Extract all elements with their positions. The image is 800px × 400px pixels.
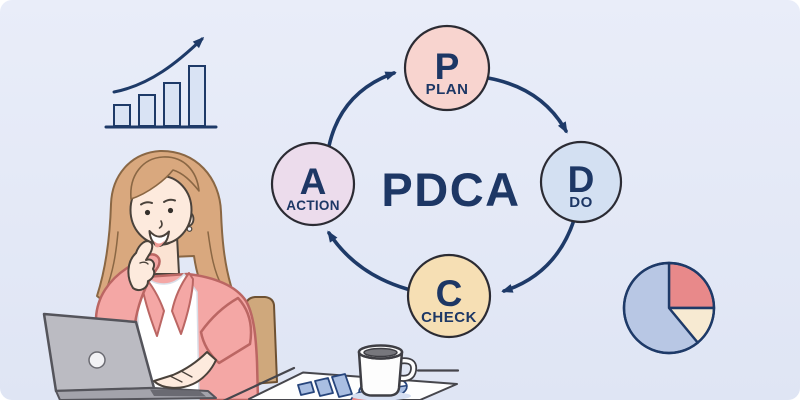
eyebrow: [163, 198, 176, 203]
nose: [158, 220, 163, 229]
growth-bar: [188, 65, 206, 127]
mini-bar-chart-icon: [297, 373, 353, 398]
do-circle: [539, 140, 623, 224]
eye: [167, 207, 174, 214]
plan-letter: P: [435, 46, 460, 87]
growth-chart: [104, 36, 218, 129]
desk-edge-line: [222, 366, 296, 400]
check-letter: C: [436, 273, 463, 314]
woman-illustration: [42, 149, 278, 400]
do-label: DO: [569, 194, 593, 211]
finger-lines: [169, 370, 193, 383]
laptop-logo: [88, 351, 106, 369]
cycle-arrows: [327, 71, 576, 293]
growth-bars: [113, 65, 206, 127]
check-step: C CHECK: [406, 253, 492, 339]
action-circle: [270, 141, 356, 227]
do-step: D DO: [539, 140, 623, 224]
mini-bar: [331, 373, 353, 398]
woman-hair-fringe: [130, 156, 200, 200]
action-letter: A: [300, 161, 327, 202]
thinking-hand: [127, 240, 156, 291]
arrow-check-to-action: [327, 230, 409, 291]
mug-handle: [397, 358, 416, 381]
arrow-plan-to-do: [486, 76, 568, 134]
pie-outline: [622, 261, 716, 355]
typing-hand: [153, 351, 217, 389]
growth-trend-arrow-icon: [112, 36, 205, 94]
desk-details: [222, 344, 460, 400]
plan-step: P PLAN: [403, 24, 491, 112]
pdca-cycle: P PLAN D DO C CHECK A ACTION PDCA: [270, 24, 623, 339]
mug-coffee: [363, 347, 398, 358]
blazer-lapel: [171, 272, 194, 335]
do-letter: D: [568, 159, 595, 200]
eyebrow: [140, 201, 153, 206]
plan-circle: [403, 24, 491, 112]
face-features: [140, 198, 176, 248]
typing-arm-sleeve: [199, 296, 253, 365]
action-label: ACTION: [286, 198, 340, 213]
action-step: A ACTION: [270, 141, 356, 227]
mini-bar: [297, 381, 315, 396]
pdca-title: PDCA: [381, 163, 520, 216]
growth-bar: [138, 94, 156, 127]
growth-bar: [163, 82, 181, 127]
check-circle: [406, 253, 492, 339]
mini-bar: [314, 377, 334, 397]
hand-crease: [139, 261, 149, 265]
laptop-keyboard: [150, 389, 206, 397]
tongue: [154, 240, 165, 248]
plan-label: PLAN: [426, 81, 469, 98]
check-label: CHECK: [421, 309, 477, 326]
growth-bar: [113, 104, 131, 127]
eye: [144, 209, 151, 216]
arrow-do-to-check: [501, 218, 576, 293]
arrow-action-to-plan: [327, 71, 397, 148]
